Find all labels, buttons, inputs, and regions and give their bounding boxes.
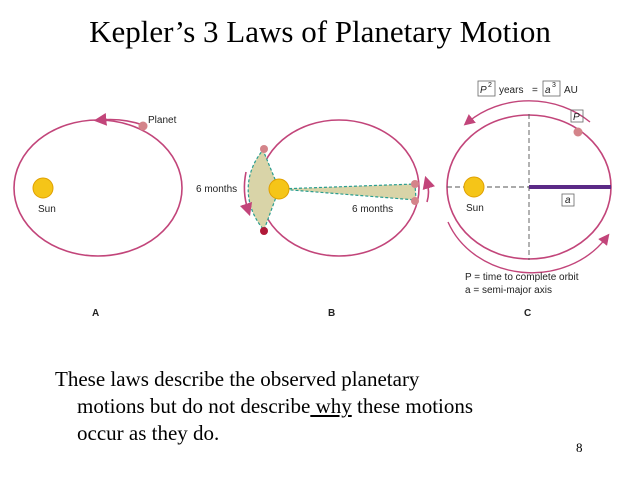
formula-lhs-base: P — [480, 85, 487, 96]
panel-caption-c: C — [524, 308, 531, 319]
legend-semi-major: a = semi-major axis — [465, 285, 552, 296]
panel-caption-b: B — [328, 308, 335, 319]
formula-rhs-exp: 3 — [552, 82, 556, 89]
axis-label-box — [561, 193, 575, 207]
panel-c: P 2 years = a 3 AU a Sun P P = time to c… — [446, 80, 612, 319]
planet-c — [573, 127, 583, 137]
planet-b-right-top — [411, 180, 419, 188]
formula-rhs-base: a — [545, 85, 551, 96]
formula-lhs-exp: 2 — [488, 82, 492, 89]
axis-label-a: a — [565, 195, 571, 206]
summary-line-2-start: motions but do not describe — [77, 394, 311, 418]
planet-b-right-bottom — [411, 197, 419, 205]
sun-c — [463, 176, 485, 198]
slide-title: Kepler’s 3 Laws of Planetary Motion — [89, 14, 551, 49]
summary-line-2: motions but do not describe why these mo… — [55, 393, 595, 420]
swept-area-right — [278, 183, 417, 201]
summary-paragraph: These laws describe the observed planeta… — [55, 366, 595, 447]
six-months-label-left: 6 months — [196, 184, 237, 195]
formula-box-rhs — [542, 80, 561, 97]
sun-a — [32, 177, 54, 199]
planet-label-c: P — [573, 112, 580, 123]
formula-rhs-unit: AU — [564, 85, 578, 96]
sun-label-a: Sun — [38, 204, 56, 215]
planet-label-box-c — [570, 109, 584, 123]
period-arrow-bottom — [447, 221, 610, 274]
planet-b-bottom-left — [260, 227, 268, 235]
formula-box-lhs — [477, 80, 496, 97]
swept-area-left — [247, 148, 280, 232]
formula-equals: = — [532, 85, 538, 96]
panel-b: 6 months 6 months B — [196, 119, 435, 319]
legend-period: P = time to complete orbit — [465, 272, 579, 283]
summary-line-2-end: these motions — [351, 394, 474, 418]
motion-arrow-b-left — [239, 171, 253, 217]
summary-line-1: These laws describe the observed planeta… — [55, 367, 420, 391]
summary-line-3: occur as they do. — [77, 421, 220, 445]
formula-lhs-unit: years — [499, 85, 523, 96]
page-number: 8 — [576, 440, 583, 455]
period-arrow-top — [463, 100, 591, 126]
planet-b-top-left — [260, 145, 268, 153]
panel-a: Planet Sun A — [13, 113, 183, 319]
six-months-label-right: 6 months — [352, 204, 393, 215]
motion-arrow-b-right — [422, 175, 435, 203]
planet-a — [138, 121, 148, 131]
panel-caption-a: A — [92, 308, 99, 319]
semi-major-axis-bar — [529, 185, 611, 189]
kepler-laws-diagram: Planet Sun A 6 months 6 months B P 2 yea… — [13, 80, 612, 319]
sun-label-c: Sun — [466, 203, 484, 214]
emphasis-why: why — [310, 394, 352, 418]
sun-b — [268, 178, 290, 200]
planet-label-a: Planet — [148, 115, 177, 126]
